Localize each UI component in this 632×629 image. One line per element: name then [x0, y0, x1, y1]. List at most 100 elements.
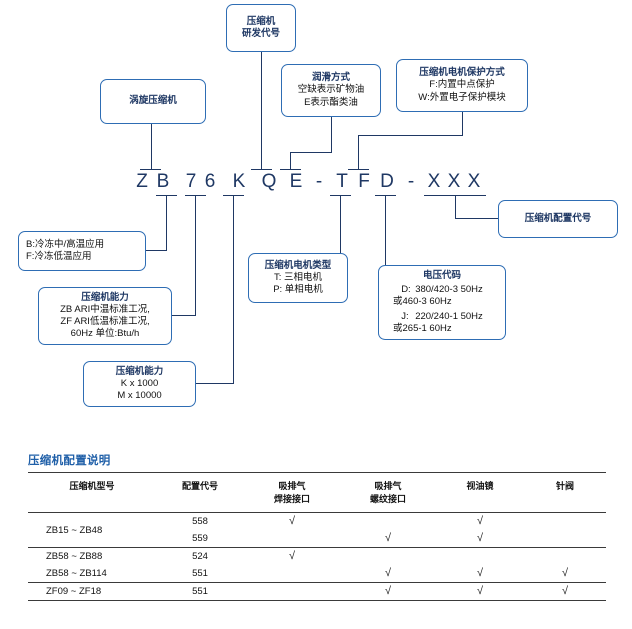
leader-application-h — [146, 250, 167, 252]
model-code-char-0: Z — [136, 171, 148, 192]
callout-voltage-code-title: 电压代码 — [422, 270, 461, 282]
model-code-char-4: K — [232, 171, 246, 192]
overline-e — [280, 169, 301, 171]
cell-sight-glass — [436, 547, 524, 565]
cell-weld-port: √ — [288, 515, 296, 528]
cell-sight-glass: √ — [476, 532, 484, 545]
model-code-char-13: X — [447, 171, 461, 192]
callout-capacity-multiplier-line1: K x 1000 — [120, 377, 159, 389]
leader-rnd-code — [261, 52, 263, 170]
leader-lubrication-v1 — [331, 117, 333, 153]
model-code-char-1: B — [156, 171, 170, 192]
leader-voltage-code-v — [385, 195, 387, 265]
model-code-char-10: D — [380, 171, 394, 192]
callout-capacity-ari-title: 压缩机能力 — [81, 291, 129, 303]
callout-motor-protection-title: 压缩机电机保护方式 — [419, 67, 505, 79]
table-row: ZB58 ~ ZB114 551 √ √ √ — [28, 565, 606, 583]
callout-motor-protection-line1: F:内置中点保护 — [429, 79, 495, 91]
callout-voltage-code: 电压代码 D: 380/420-3 50Hz 或460-3 60Hz J: 22… — [378, 265, 506, 340]
callout-scroll-compressor-title: 涡旋压缩机 — [129, 95, 177, 107]
voltage-row-d-sub: 或460-3 60Hz — [393, 296, 452, 308]
callout-capacity-multiplier-line2: M x 10000 — [117, 390, 162, 402]
underline-b — [156, 195, 177, 197]
header-weld-port-l1: 吸排气 — [278, 481, 306, 492]
leader-motor-protection-v1 — [462, 112, 464, 136]
model-code-char-9: F — [358, 171, 370, 192]
header-sight-glass: 视油镜 — [436, 473, 524, 512]
leader-capacity-ari-h — [172, 315, 196, 317]
callout-motor-protection: 压缩机电机保护方式 F:内置中点保护 W:外置电子保护模块 — [396, 59, 528, 112]
cell-config-code: 551 — [192, 567, 208, 579]
leader-capacity-mult-h — [196, 383, 234, 385]
header-config-code: 配置代号 — [156, 473, 244, 512]
cell-sight-glass: √ — [476, 585, 484, 598]
header-model: 压缩机型号 — [28, 473, 156, 512]
model-code-char-3: 6 — [204, 171, 216, 192]
leader-motor-protection-v2 — [358, 135, 360, 170]
header-thread-port-l2: 螺纹接口 — [369, 493, 406, 504]
model-code-char-14: X — [467, 171, 481, 192]
model-code-char-5: Q — [261, 171, 277, 192]
callout-rnd-code: 压缩机 研发代号 — [226, 4, 296, 52]
leader-scroll-compressor — [151, 124, 153, 170]
config-table-title: 压缩机配置说明 — [28, 455, 111, 467]
leader-config-code-v — [455, 195, 457, 219]
model-code-char-7: - — [315, 171, 323, 192]
callout-motor-type: 压缩机电机类型 T: 三相电机 P: 单相电机 — [248, 253, 348, 303]
callout-config-code: 压缩机配置代号 — [498, 200, 618, 238]
config-table-header-row: 压缩机型号 配置代号 吸排气 焊接接口 吸排气 螺纹接口 视油镜 针阀 — [28, 473, 606, 513]
cell-config-code: 559 — [192, 532, 208, 544]
callout-config-code-title: 压缩机配置代号 — [524, 212, 592, 224]
callout-capacity-ari-line2: ZF ARI低温标准工况, — [60, 316, 150, 327]
callout-rnd-code-line2: 研发代号 — [241, 28, 280, 39]
config-table-section: 压缩机配置说明 压缩机型号 配置代号 吸排气 焊接接口 吸排气 螺纹接 — [28, 452, 606, 601]
callout-lubrication-line1: 空缺表示矿物油 — [297, 84, 365, 96]
cell-config-code: 524 — [192, 550, 208, 562]
cell-thread-port: √ — [384, 585, 392, 598]
callout-lubrication: 润滑方式 空缺表示矿物油 E表示酯类油 — [281, 64, 381, 117]
overline-z — [140, 169, 161, 171]
callout-motor-protection-line2: W:外置电子保护模块 — [418, 91, 506, 103]
callout-motor-type-line2: P: 单相电机 — [273, 284, 323, 296]
cell-needle-valve — [524, 547, 606, 565]
header-thread-port: 吸排气 螺纹接口 — [340, 473, 436, 512]
callout-application-line2: F:冷冻低温应用 — [26, 251, 92, 262]
leader-lubrication-v2 — [290, 152, 292, 170]
model-code-char-8: T — [336, 171, 348, 192]
cell-model: ZB58 ~ ZB114 — [46, 567, 107, 579]
model-code-char-12: X — [427, 171, 441, 192]
underline-xxx — [424, 195, 486, 197]
leader-lubrication-h — [290, 152, 332, 154]
cell-needle-valve — [524, 530, 606, 548]
underline-d — [375, 195, 396, 197]
cell-sight-glass: √ — [476, 515, 484, 528]
callout-capacity-ari-line3: 60Hz 单位:Btu/h — [70, 328, 140, 340]
cell-needle-valve: √ — [561, 567, 569, 580]
leader-config-code-h — [455, 218, 499, 220]
cell-model: ZB58 ~ ZB88 — [46, 550, 103, 562]
cell-sight-glass: √ — [476, 567, 484, 580]
underline-k — [223, 195, 244, 197]
voltage-row-d-value: 380/420-3 50Hz — [415, 284, 483, 296]
model-code-char-2: 7 — [185, 171, 197, 192]
voltage-row-j: J: 220/240-1 50Hz — [401, 311, 483, 323]
table-row: 559√√ — [28, 530, 606, 548]
config-table: 压缩机型号 配置代号 吸排气 焊接接口 吸排气 螺纹接口 视油镜 针阀 — [28, 473, 606, 599]
cell-needle-valve: √ — [561, 585, 569, 598]
leader-capacity-ari-v — [195, 195, 197, 316]
cell-needle-valve — [524, 512, 606, 530]
voltage-row-d-key: D: — [401, 284, 411, 296]
callout-lubrication-line2: E表示酯类油 — [304, 96, 358, 108]
leader-motor-type-v — [340, 195, 342, 253]
header-needle-valve-l1: 针阀 — [555, 481, 574, 492]
callout-motor-type-line1: T: 三相电机 — [273, 271, 323, 283]
header-thread-port-l1: 吸排气 — [374, 481, 402, 492]
callout-lubrication-title: 润滑方式 — [311, 72, 350, 84]
callout-motor-type-title: 压缩机电机类型 — [264, 259, 332, 271]
config-table-bottom-rule — [28, 599, 606, 601]
cell-thread-port: √ — [384, 567, 392, 580]
